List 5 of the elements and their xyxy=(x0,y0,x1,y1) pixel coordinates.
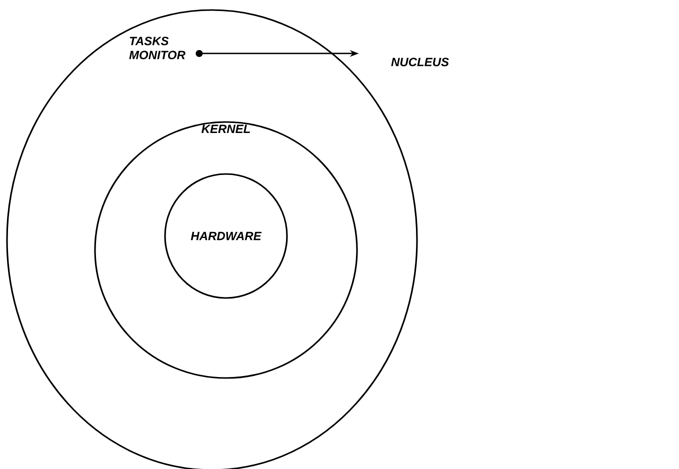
node-label: TASKS MONITOR xyxy=(129,36,186,60)
circle-with-label: HARDWARE xyxy=(164,173,288,299)
circle-with-label xyxy=(94,121,358,379)
node-label: NUCLEUS xyxy=(391,58,449,66)
ring-label: KERNEL xyxy=(202,124,250,133)
